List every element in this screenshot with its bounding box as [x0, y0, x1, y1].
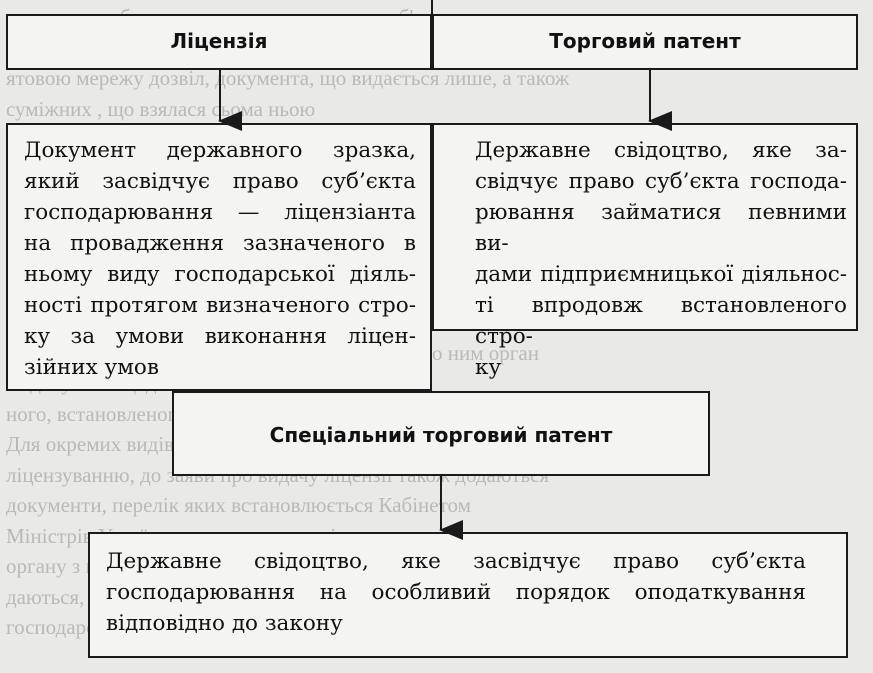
patent-definition-box: [432, 123, 858, 331]
license-box: [6, 14, 432, 70]
special-definition-line: господарювання на особливий порядок опод…: [106, 580, 806, 605]
patent-definition-line: свідчує право суб’єкта господа-: [475, 169, 847, 194]
patent-definition-line: рювання займатися певними ви-: [475, 200, 847, 256]
license-definition-line: ності протягом визначеного стро-: [24, 293, 416, 318]
license-title: Ліцензія: [170, 29, 268, 53]
special-definition-line: Державне свідоцтво, яке засвідчує право …: [106, 549, 806, 574]
special-patent-box: [172, 391, 710, 476]
background-text-line: ятовою мережу дозвіл, документа, що вида…: [6, 66, 570, 90]
license-definition-text: Документ державного зразка, який засвідчу…: [24, 135, 416, 383]
special-definition-box: [88, 532, 848, 658]
license-definition-line: зійних умов: [24, 355, 159, 380]
special-definition-text: Державне свідоцтво, яке засвідчує право …: [106, 546, 806, 639]
special-definition-line: відповідно до закону: [106, 611, 343, 636]
license-definition-line: господарювання — ліцензіанта: [24, 200, 416, 225]
license-definition-line: Документ державного зразка,: [24, 138, 416, 163]
license-definition-line: який засвідчує право суб’єкта: [24, 169, 416, 194]
trade-patent-box: [432, 14, 858, 70]
license-definition-line: ньому виду господарської діяль-: [24, 262, 416, 287]
background-text-line: суміжних , що взялася сьома ньою: [6, 96, 316, 121]
patent-definition-line: Державне свідоцтво, яке за-: [475, 138, 847, 163]
patent-definition-text: Державне свідоцтво, яке за-свідчує право…: [475, 135, 847, 383]
license-definition-line: ку за умови виконання ліцен-: [24, 324, 416, 349]
trade-patent-title: Торговий патент: [549, 29, 741, 53]
special-patent-title: Спеціальний торговий патент: [269, 423, 613, 447]
background-text-line: документи, перелік яких встановлюється К…: [6, 493, 471, 517]
patent-definition-line: ку: [475, 355, 502, 380]
patent-definition-line: дами підприємницької діяльнос-: [475, 262, 847, 287]
license-definition-line: на провадження зазначеного в: [24, 231, 416, 256]
license-definition-box: [6, 123, 432, 391]
patent-definition-line: ті впродовж встановленого стро-: [475, 293, 847, 349]
